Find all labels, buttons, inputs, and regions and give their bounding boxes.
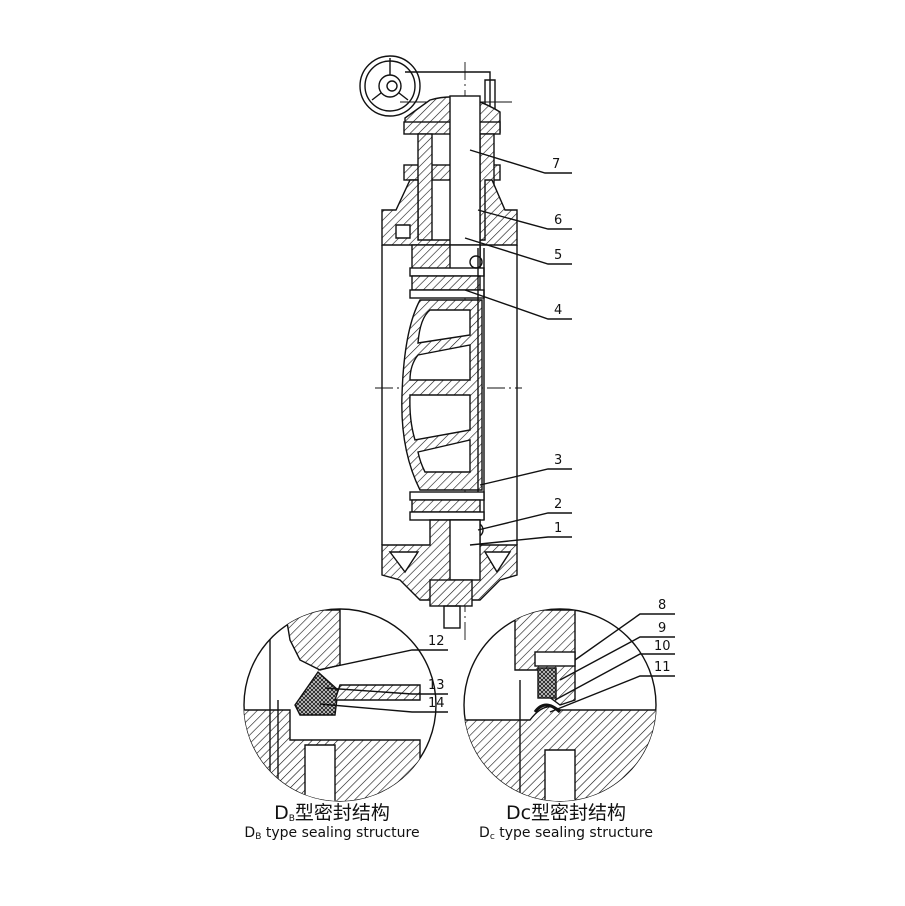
part-label-8: 8 <box>658 598 667 613</box>
part-label-12: 12 <box>428 634 445 649</box>
part-label-14: 14 <box>428 696 445 711</box>
part-label-9: 9 <box>658 621 667 636</box>
part-label-7: 7 <box>552 157 561 172</box>
part-label-13: 13 <box>428 678 445 693</box>
handwheel-icon <box>359 55 421 117</box>
db-detail <box>243 608 448 802</box>
part-label-11: 11 <box>654 660 671 675</box>
part-label-4: 4 <box>554 303 563 318</box>
db-caption-cn: DB型密封结构 <box>274 802 390 824</box>
db-caption-en: DB type sealing structure <box>244 825 420 842</box>
dc-caption-en: Dc type sealing structure <box>479 825 653 842</box>
part-label-2: 2 <box>554 497 563 512</box>
dc-detail <box>463 608 675 802</box>
part-label-6: 6 <box>554 213 563 228</box>
dc-caption-cn: Dc型密封结构 <box>505 802 627 824</box>
part-label-5: 5 <box>554 248 563 263</box>
part-label-10: 10 <box>654 639 671 654</box>
part-label-3: 3 <box>554 453 563 468</box>
part-label-1: 1 <box>554 521 563 536</box>
